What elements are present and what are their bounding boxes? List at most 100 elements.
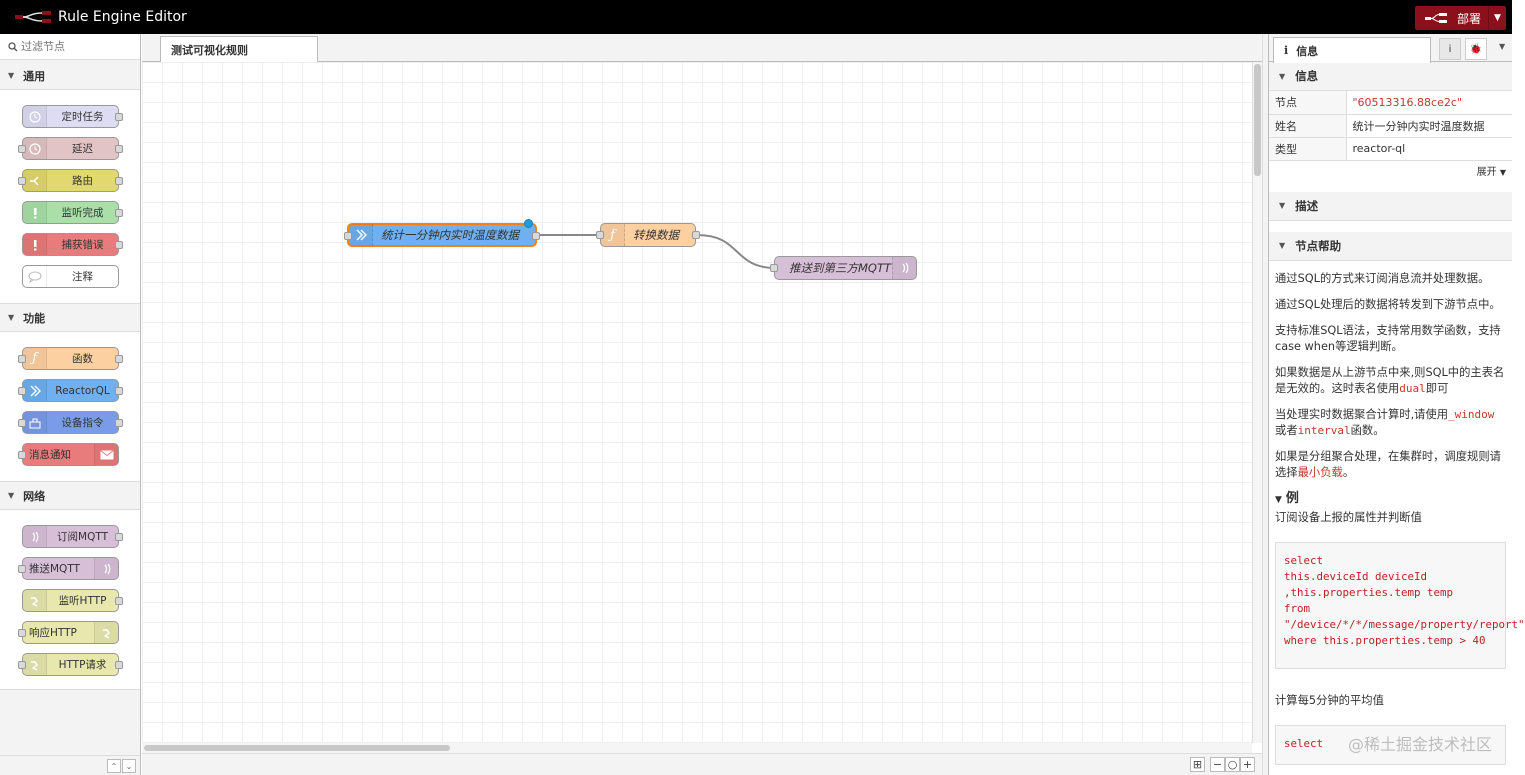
palette-node-switch[interactable]: 路由 [18,169,123,192]
output-port[interactable] [115,533,123,541]
palette-search-input[interactable] [21,40,131,53]
debug-tab-icon[interactable]: 🐞 [1465,38,1487,60]
deploy-button[interactable]: 部署 ▼ [1415,6,1506,30]
category-label: 网络 [23,489,46,503]
flow-canvas[interactable]: 统计一分钟内实时温度数据 ƒ 转换数据 推送到第三方MQTT [142,62,1252,743]
input-port[interactable] [18,387,26,395]
workspace-footer: ⊞ − ○ + [142,753,1262,775]
output-port[interactable] [532,232,540,240]
category-header-network[interactable]: ▼ 网络 [0,482,140,510]
input-port[interactable] [18,451,26,459]
output-port[interactable] [115,113,123,121]
alert-icon [23,202,47,223]
palette-node-http-in[interactable]: 监听HTTP [22,589,123,612]
chevron-down-icon: ▼ [1279,241,1286,250]
timer-icon [23,138,47,159]
chevron-down-icon: ▼ [8,491,15,500]
info-tab-icon[interactable]: i [1439,38,1461,60]
example-heading: ▼例 [1275,490,1299,506]
section-node-help[interactable]: ▼ 节点帮助 [1269,231,1512,261]
changed-indicator [524,219,533,228]
palette-node-delay[interactable]: 延迟 [18,137,123,160]
app-header: Rule Engine Editor 部署 ▼ [0,0,1512,34]
section-info[interactable]: ▼ 信息 [1269,62,1512,91]
sidebar: i 信息 i 🐞 ▼ ▼ 信息 节点 "60513316.88ce2c" 姓名 … [1268,34,1525,775]
output-port[interactable] [115,209,123,217]
category-header-function[interactable]: ▼ 功能 [0,304,140,332]
palette-node-http-response[interactable]: 响应HTTP [18,621,119,644]
deploy-menu-caret-icon[interactable]: ▼ [1488,6,1506,30]
palette-node-catch[interactable]: 捕获错误 [22,233,123,256]
input-port[interactable] [18,177,26,185]
collapse-all-icon[interactable]: ⌃ [107,759,121,773]
zoom-in-icon[interactable]: + [1240,757,1255,772]
chevron-down-icon: ▼ [1275,494,1282,505]
input-port[interactable] [18,355,26,363]
deploy-icon [1425,13,1447,23]
category-header-common[interactable]: ▼ 通用 [0,62,140,90]
canvas-vertical-scrollbar[interactable] [1252,62,1262,743]
palette-node-comment[interactable]: 注释 [22,265,119,288]
output-port[interactable] [115,145,123,153]
sidebar-splitter[interactable] [1262,34,1268,775]
category-body-network: 订阅MQTT 推送MQTT 监听HTTP 响应HTTP HTTP请求 [0,510,140,690]
flow-node-function[interactable]: ƒ 转换数据 [596,223,700,247]
zoom-reset-icon[interactable]: ○ [1225,757,1240,772]
tab-info[interactable]: i 信息 [1273,37,1431,63]
palette-node-reactorql[interactable]: ReactorQL [18,379,123,402]
tab-flow[interactable]: 测试可视化规则 [160,36,318,63]
output-port[interactable] [692,231,700,239]
canvas-horizontal-scrollbar[interactable] [142,743,1252,753]
category-label: 通用 [23,69,46,83]
input-port[interactable] [770,264,778,272]
logo: Rule Engine Editor [14,9,187,25]
output-port[interactable] [115,177,123,185]
timer-icon [23,106,47,127]
palette-node-inject[interactable]: 定时任务 [22,105,123,128]
watermark: @稀土掘金技术社区 [1347,735,1492,754]
function-icon: ƒ [23,348,47,369]
zoom-out-icon[interactable]: − [1210,757,1225,772]
flow-logo-icon [15,11,51,23]
globe-icon [94,622,118,643]
output-port[interactable] [115,387,123,395]
input-port[interactable] [18,629,26,637]
expand-link[interactable]: 展开 ▼ [1476,166,1506,178]
palette-node-mqtt-in[interactable]: 订阅MQTT [22,525,123,548]
input-port[interactable] [596,231,604,239]
palette-node-device-command[interactable]: 设备指令 [18,411,123,434]
sidebar-menu-caret-icon[interactable]: ▼ [1499,42,1506,51]
flow-node-reactorql[interactable]: 统计一分钟内实时温度数据 [344,219,540,247]
palette-node-http-request[interactable]: HTTP请求 [18,653,123,676]
scroll-thumb[interactable] [1254,64,1261,176]
map-icon[interactable]: ⊞ [1190,757,1205,772]
flow-node-mqtt-out[interactable]: 推送到第三方MQTT [770,256,917,280]
expand-all-icon[interactable]: ⌄ [122,759,136,773]
sidebar-tabs: i 信息 i 🐞 ▼ [1269,34,1512,63]
output-port[interactable] [115,661,123,669]
palette-node-mqtt-out[interactable]: 推送MQTT [18,557,119,580]
section-description[interactable]: ▼ 描述 [1269,191,1512,221]
globe-icon [23,590,47,611]
output-port[interactable] [115,597,123,605]
palette-node-notify[interactable]: 消息通知 [18,443,119,466]
function-icon: ƒ [601,224,625,246]
input-port[interactable] [18,419,26,427]
output-port[interactable] [115,241,123,249]
output-port[interactable] [115,355,123,363]
output-port[interactable] [115,419,123,427]
palette-node-complete[interactable]: 监听完成 [22,201,123,224]
info-table: 节点 "60513316.88ce2c" 姓名 统计一分钟内实时温度数据 类型 … [1269,91,1512,161]
input-port[interactable] [18,145,26,153]
globe-icon [23,654,47,675]
input-port[interactable] [18,565,26,573]
input-port[interactable] [344,232,352,240]
table-row: 姓名 统计一分钟内实时温度数据 [1269,114,1512,138]
scroll-thumb[interactable] [144,745,450,751]
palette-node-function[interactable]: ƒ 函数 [18,347,123,370]
wire-2 [696,234,777,269]
input-port[interactable] [18,661,26,669]
category-label: 功能 [23,311,46,325]
chevron-down-icon: ▼ [1279,201,1286,210]
switch-icon [23,170,47,191]
